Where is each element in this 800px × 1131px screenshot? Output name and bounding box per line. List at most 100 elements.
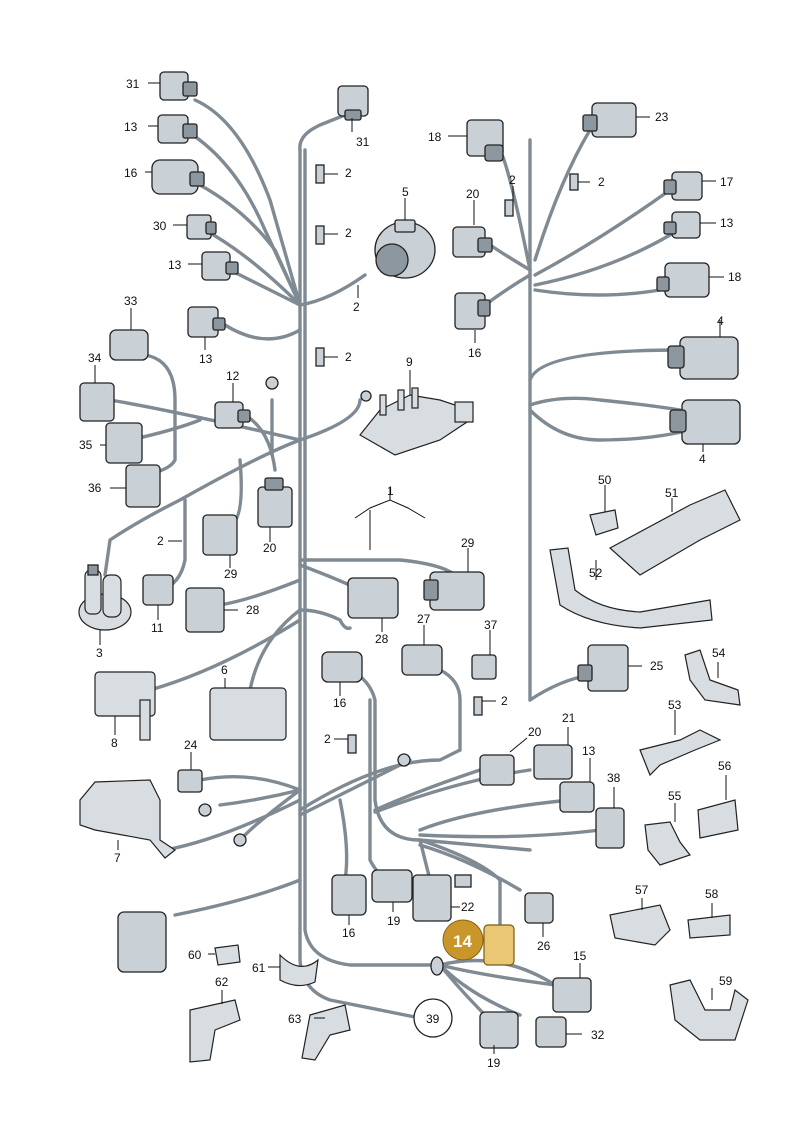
channel-52 [549,547,713,629]
label-52: 52 [589,566,603,580]
label-53: 53 [668,698,682,712]
label-16: 16 [342,926,356,940]
connector-14-highlighted [483,924,515,966]
label-25: 25 [650,659,664,673]
label-16: 16 [468,346,482,360]
label-35: 35 [79,438,93,452]
label-36: 36 [88,481,102,495]
label-4: 4 [699,452,706,466]
bracket-51 [608,489,741,576]
leader-lines [94,82,727,1054]
connector-32 [535,1016,567,1048]
connector-13-left-top [157,114,198,144]
grommet-15 [430,956,444,976]
connector-26 [524,892,554,924]
label-60: 60 [188,948,202,962]
label-62: 62 [215,975,229,989]
clip-59 [669,979,749,1041]
connector-27 [401,644,443,676]
connector-24 [177,769,203,793]
label-14-highlight: 14 [453,932,472,951]
connector-29-mid [423,571,485,611]
label-61: 61 [252,961,266,975]
label-6: 6 [221,663,228,677]
clip-58 [687,914,731,939]
connector-35 [105,422,143,464]
bracket-53 [639,729,722,777]
clip-55 [644,821,691,866]
label-20: 20 [528,725,542,739]
connector-18-top [466,119,504,162]
label-28: 28 [375,632,389,646]
label-24: 24 [184,738,198,752]
label-13: 13 [582,744,596,758]
label-30: 30 [153,219,167,233]
connector-13-right [663,211,701,239]
clip-2e [504,199,514,217]
label-9: 9 [406,355,413,369]
label-2: 2 [345,226,352,240]
label-20: 20 [263,541,277,555]
connector-15 [552,977,592,1013]
part-labels: 31 13 16 30 13 13 31 2 2 5 2 2 18 20 2 2… [79,77,742,1070]
label-17: 17 [720,175,734,189]
connector-22 [412,874,452,922]
label-37: 37 [484,618,498,632]
clip-small-mid [454,874,472,888]
label-27: 27 [417,612,431,626]
connector-34 [79,382,115,422]
ring-39 [413,998,453,1038]
label-2: 2 [157,534,164,548]
connector-16-mid [321,651,363,683]
relay-3 [78,564,132,631]
label-2: 2 [345,350,352,364]
label-59: 59 [719,974,733,988]
label-2: 2 [345,166,352,180]
connector-36 [125,464,161,508]
label-33: 33 [124,294,138,308]
label-19: 19 [487,1056,501,1070]
connector-16-left-top [151,159,205,195]
label-32: 32 [591,1028,605,1042]
connector-29-left [202,514,238,556]
connector-20-mid [257,477,293,528]
connector-13-low [559,781,595,813]
bracket-9 [359,387,474,456]
label-55: 55 [668,789,682,803]
eyelet-top [360,390,372,402]
connector-13-left-low [187,306,226,338]
label-50: 50 [598,473,612,487]
label-15: 15 [573,949,587,963]
clip-61 [279,953,319,987]
label-8: 8 [111,736,118,750]
module-25 [577,644,629,692]
eyelet-mid [397,753,411,767]
label-4: 4 [717,314,724,328]
label-2: 2 [509,173,516,187]
label-2: 2 [501,694,508,708]
clip-2b [315,225,325,245]
connector-4-lower [669,399,741,445]
clip-2a [315,164,325,184]
connector-38 [595,807,625,849]
clip-2i [347,734,357,754]
connector-4-upper [667,336,739,380]
label-22: 22 [461,900,475,914]
label-12: 12 [226,369,240,383]
clip-50 [589,509,619,536]
connector-23 [582,102,637,138]
connector-12 [214,401,251,429]
connector-31-left [159,71,198,101]
clip-60 [214,944,241,966]
label-23: 23 [655,110,669,124]
connector-19-mid [371,869,413,903]
connector-20-low [479,754,515,786]
label-28: 28 [246,603,260,617]
label-31: 31 [126,77,140,91]
label-21: 21 [562,711,576,725]
label-2: 2 [598,175,605,189]
label-29: 29 [224,567,238,581]
label-54: 54 [712,646,726,660]
bracket-54 [684,649,741,706]
